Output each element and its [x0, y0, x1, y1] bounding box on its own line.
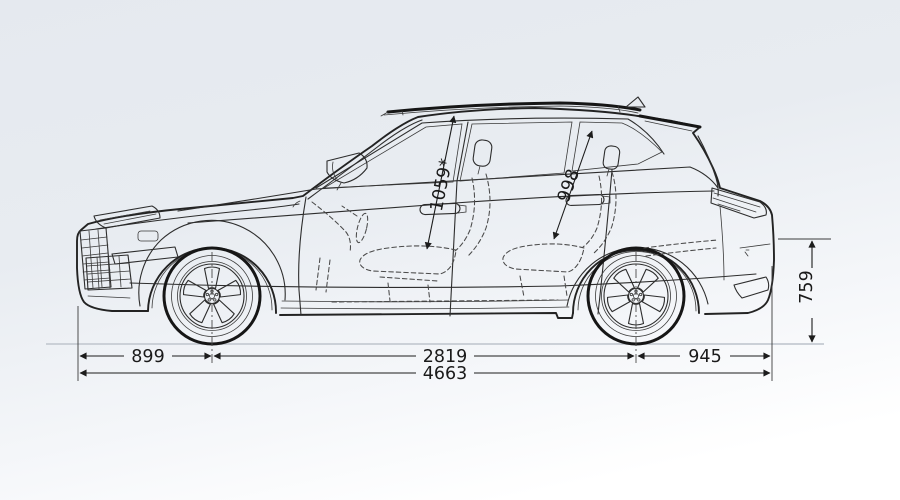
taillight [710, 187, 767, 219]
front-wheel [162, 246, 262, 346]
dimension-label-front-interior-height: 1059* [427, 157, 457, 213]
interior-seats-dashed [311, 139, 719, 303]
dimension-label-front-overhang: 899 [131, 347, 164, 367]
quarter-window [571, 121, 663, 172]
dimension-label-rear-overhang: 945 [688, 347, 721, 367]
rear-bumper-trim [719, 205, 771, 299]
front-grille [79, 227, 112, 290]
dimension-label-load-sill-height: 759 [797, 270, 817, 303]
front-lower-intake [85, 246, 179, 299]
rear-door-shutline [597, 169, 613, 315]
window-frame [315, 117, 665, 189]
dimension-label-overall-length: 4663 [423, 364, 468, 384]
dimension-label-wheelbase: 2819 [423, 347, 468, 367]
side-marker [137, 230, 159, 242]
rear-wheel [586, 246, 686, 346]
front-window [323, 123, 463, 189]
roof-rails [380, 101, 642, 117]
roof-antenna [625, 96, 646, 108]
b-pillar-shutline [449, 121, 469, 317]
front-door-shutline [298, 196, 307, 316]
dimension-annotations: 1059* 998 759 899 2819 945 4663 [77, 115, 831, 384]
rear-spoiler [638, 114, 702, 129]
dimension-label-rear-interior-height: 998 [554, 167, 584, 205]
rear-window [459, 121, 573, 182]
headlight [93, 205, 161, 229]
side-mirror [326, 152, 368, 191]
